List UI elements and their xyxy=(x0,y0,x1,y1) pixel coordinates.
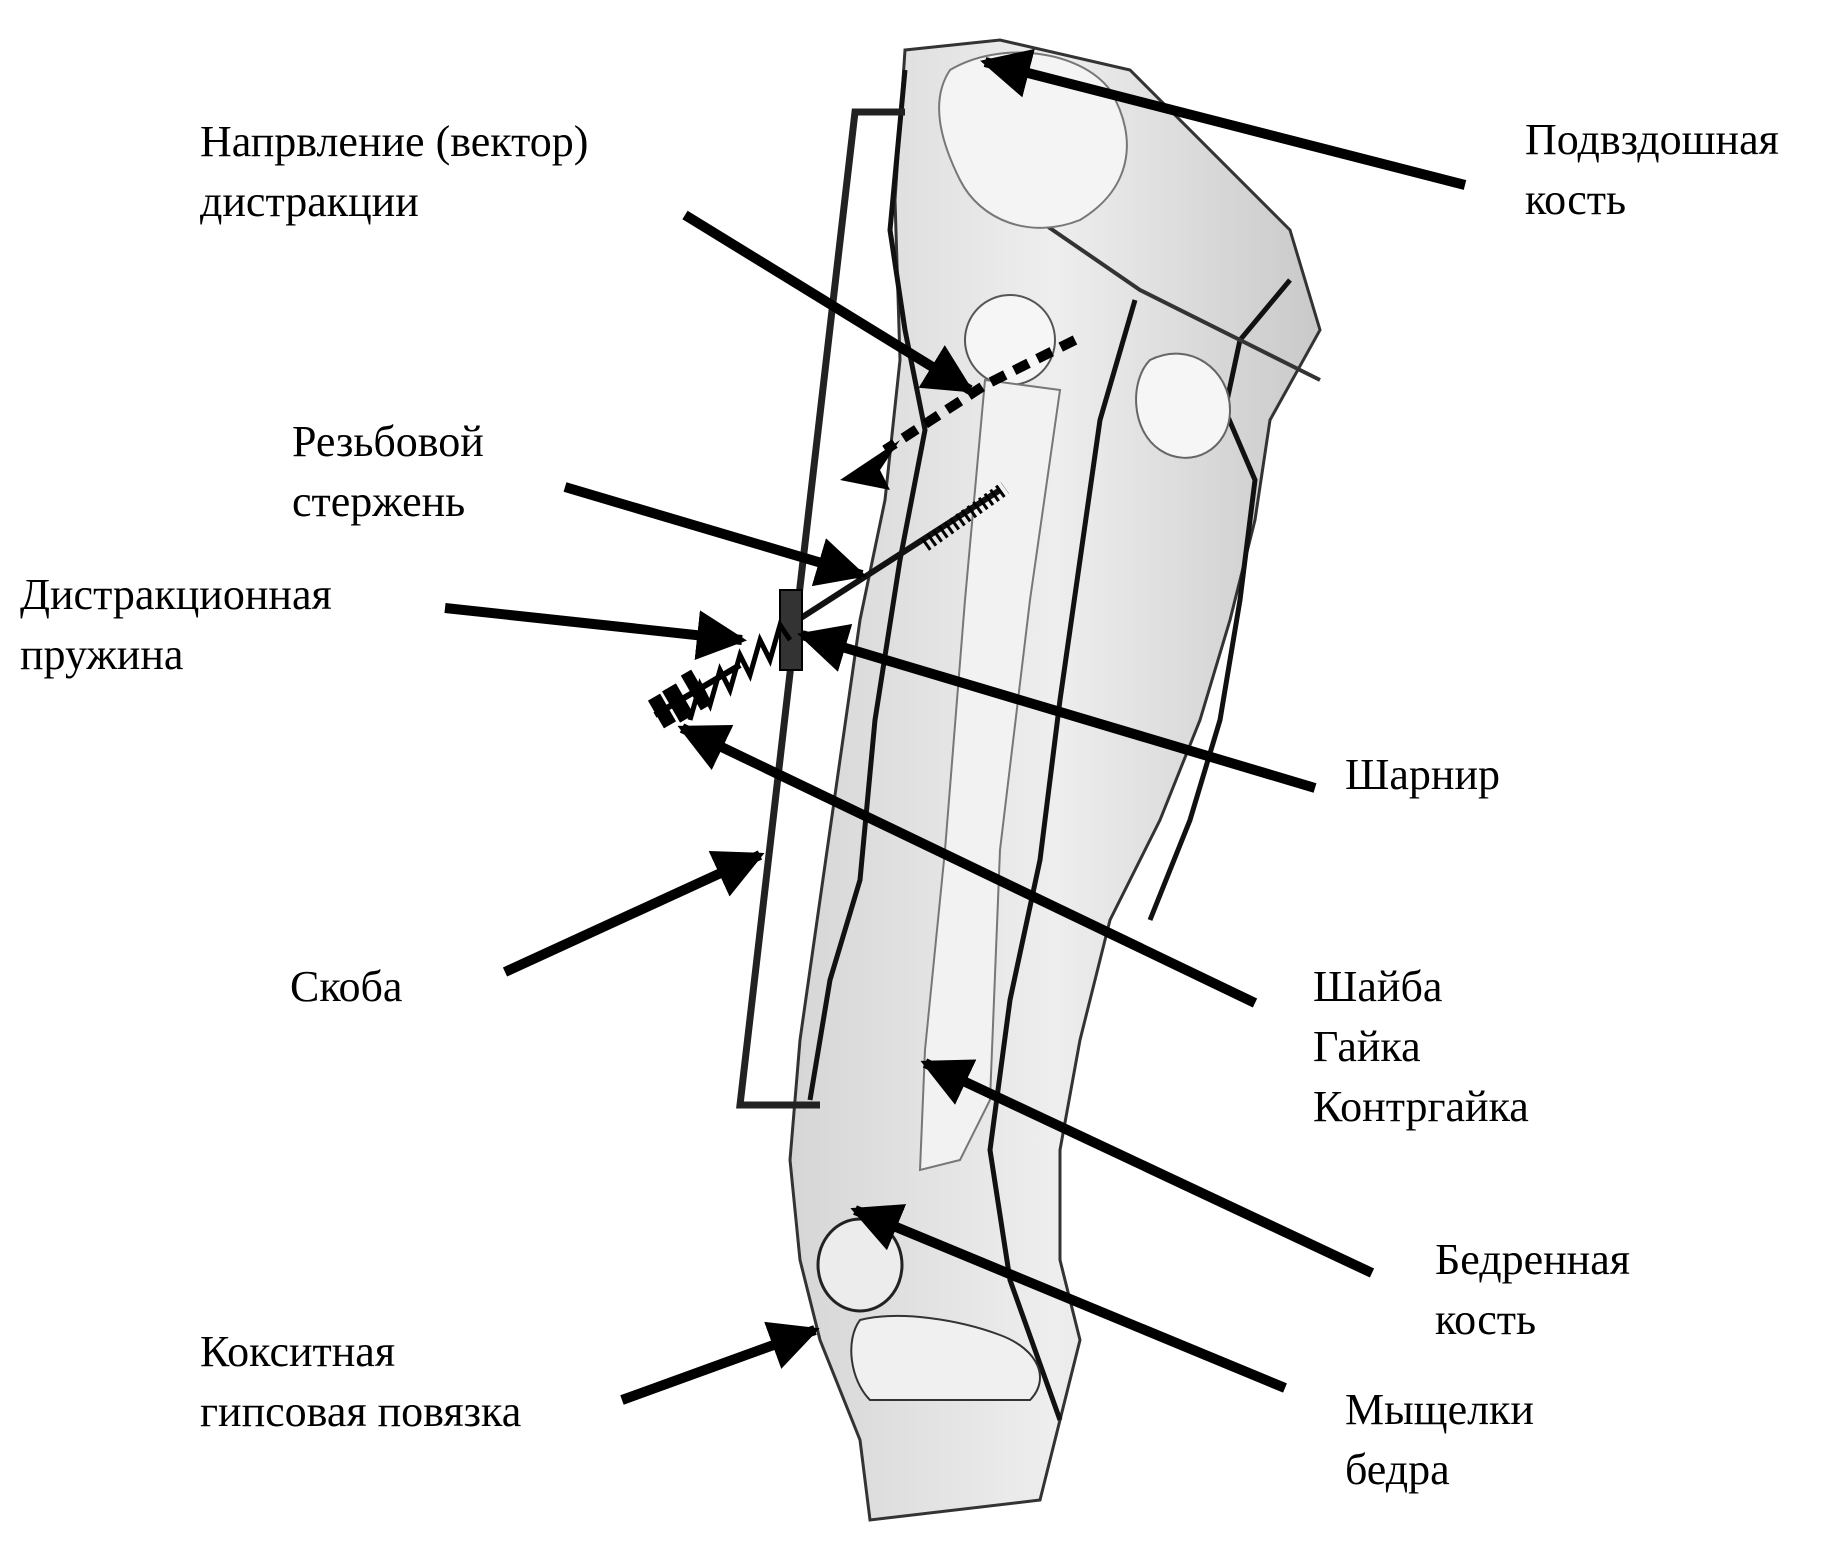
knee-patella xyxy=(818,1219,902,1311)
label-bracket: Скоба xyxy=(290,957,402,1017)
arrow-bracket xyxy=(505,855,760,972)
label-femur: Бедреннаякость xyxy=(1435,1230,1630,1350)
arrow-spring xyxy=(445,608,742,640)
label-washer-nut-locknut: ШайбаГайкаКонтргайка xyxy=(1313,957,1529,1137)
arrow-rod xyxy=(565,487,862,575)
label-threaded-rod: Резьбовойстержень xyxy=(292,412,484,532)
label-iliac-bone: Подвздошнаякость xyxy=(1525,110,1779,230)
label-coxite-cast: Кокситнаягипсовая повязка xyxy=(200,1322,521,1442)
label-hinge: Шарнир xyxy=(1345,745,1500,805)
arrow-cast xyxy=(622,1330,815,1400)
label-distraction-spring: Дистракционнаяпружина xyxy=(20,565,332,685)
label-femoral-condyles: Мыщелкибедра xyxy=(1345,1380,1534,1500)
label-distraction-vector: Напрвление (вектор)дистракции xyxy=(200,112,588,232)
femoral-head xyxy=(965,295,1055,385)
